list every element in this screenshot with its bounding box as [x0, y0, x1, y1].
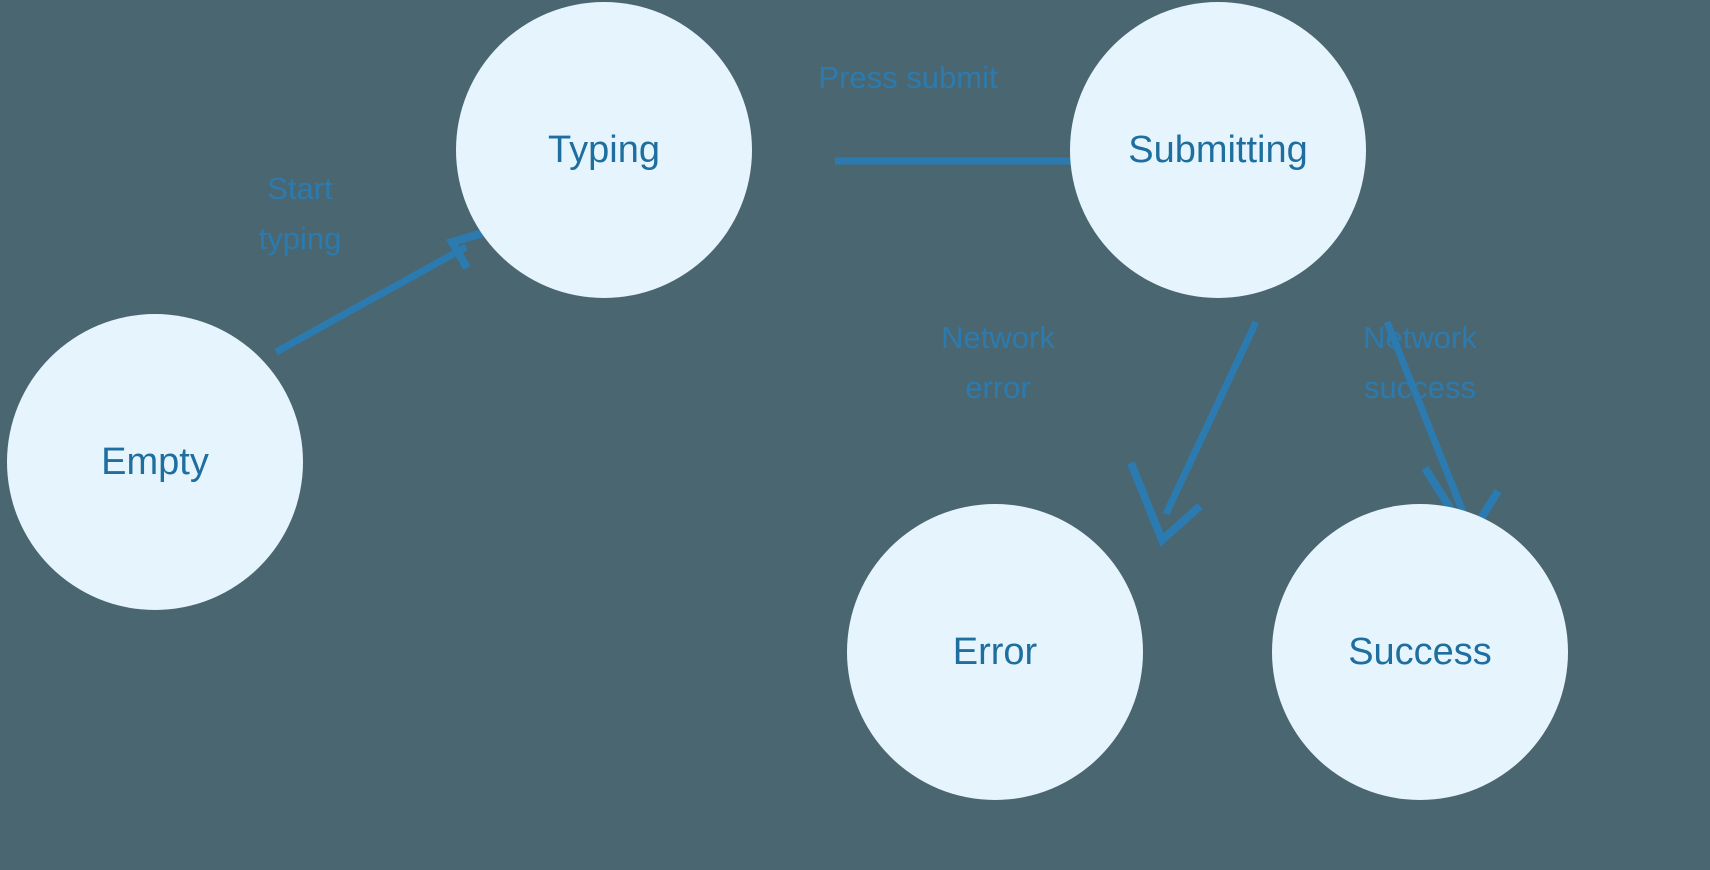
edge-label-press-submit: Press submit	[818, 60, 998, 95]
edge-label-network-error-line-1: error	[965, 370, 1030, 405]
arrowhead-empty-to-typing	[445, 229, 485, 270]
node-typing-label: Typing	[548, 129, 660, 171]
edge-label-start-typing: Start typing	[259, 171, 342, 256]
edge-line-submitting-to-success	[1383, 320, 1467, 514]
edge-label-start-typing-line-0: Start	[267, 171, 333, 206]
node-empty[interactable]: Empty	[7, 314, 303, 610]
edge-label-press-submit-line-0: Press submit	[818, 60, 998, 95]
edge-submitting-to-error[interactable]	[1127, 320, 1260, 547]
node-submitting[interactable]: Submitting	[1070, 2, 1366, 298]
node-success[interactable]: Success	[1272, 504, 1568, 800]
arrowhead-submitting-to-error	[1127, 461, 1203, 547]
edge-label-group: Start typing Press submit Network error Ne…	[259, 60, 1478, 405]
edge-label-network-success-line-1: success	[1364, 370, 1476, 405]
edge-line-empty-to-typing	[274, 243, 468, 356]
node-typing[interactable]: Typing	[456, 2, 752, 298]
edge-group	[274, 128, 1502, 547]
edge-empty-to-typing[interactable]	[274, 229, 485, 356]
node-submitting-circle	[1070, 2, 1366, 298]
edge-label-network-success-line-0: Network	[1363, 320, 1477, 355]
edge-label-network-success: Network success	[1363, 320, 1477, 405]
node-error-circle	[847, 504, 1143, 800]
node-empty-circle	[7, 314, 303, 610]
edge-label-network-error: Network error	[941, 320, 1055, 405]
node-group: Empty Typing Submitting Error Success	[7, 2, 1568, 800]
node-empty-label: Empty	[101, 441, 209, 483]
edge-label-network-error-line-0: Network	[941, 320, 1055, 355]
node-error[interactable]: Error	[847, 504, 1143, 800]
node-error-label: Error	[953, 631, 1038, 673]
node-success-circle	[1272, 504, 1568, 800]
node-success-label: Success	[1348, 631, 1492, 673]
edge-label-start-typing-line-1: typing	[259, 221, 342, 256]
node-typing-circle	[456, 2, 752, 298]
edge-line-submitting-to-error	[1162, 320, 1260, 516]
node-submitting-label: Submitting	[1128, 129, 1308, 171]
